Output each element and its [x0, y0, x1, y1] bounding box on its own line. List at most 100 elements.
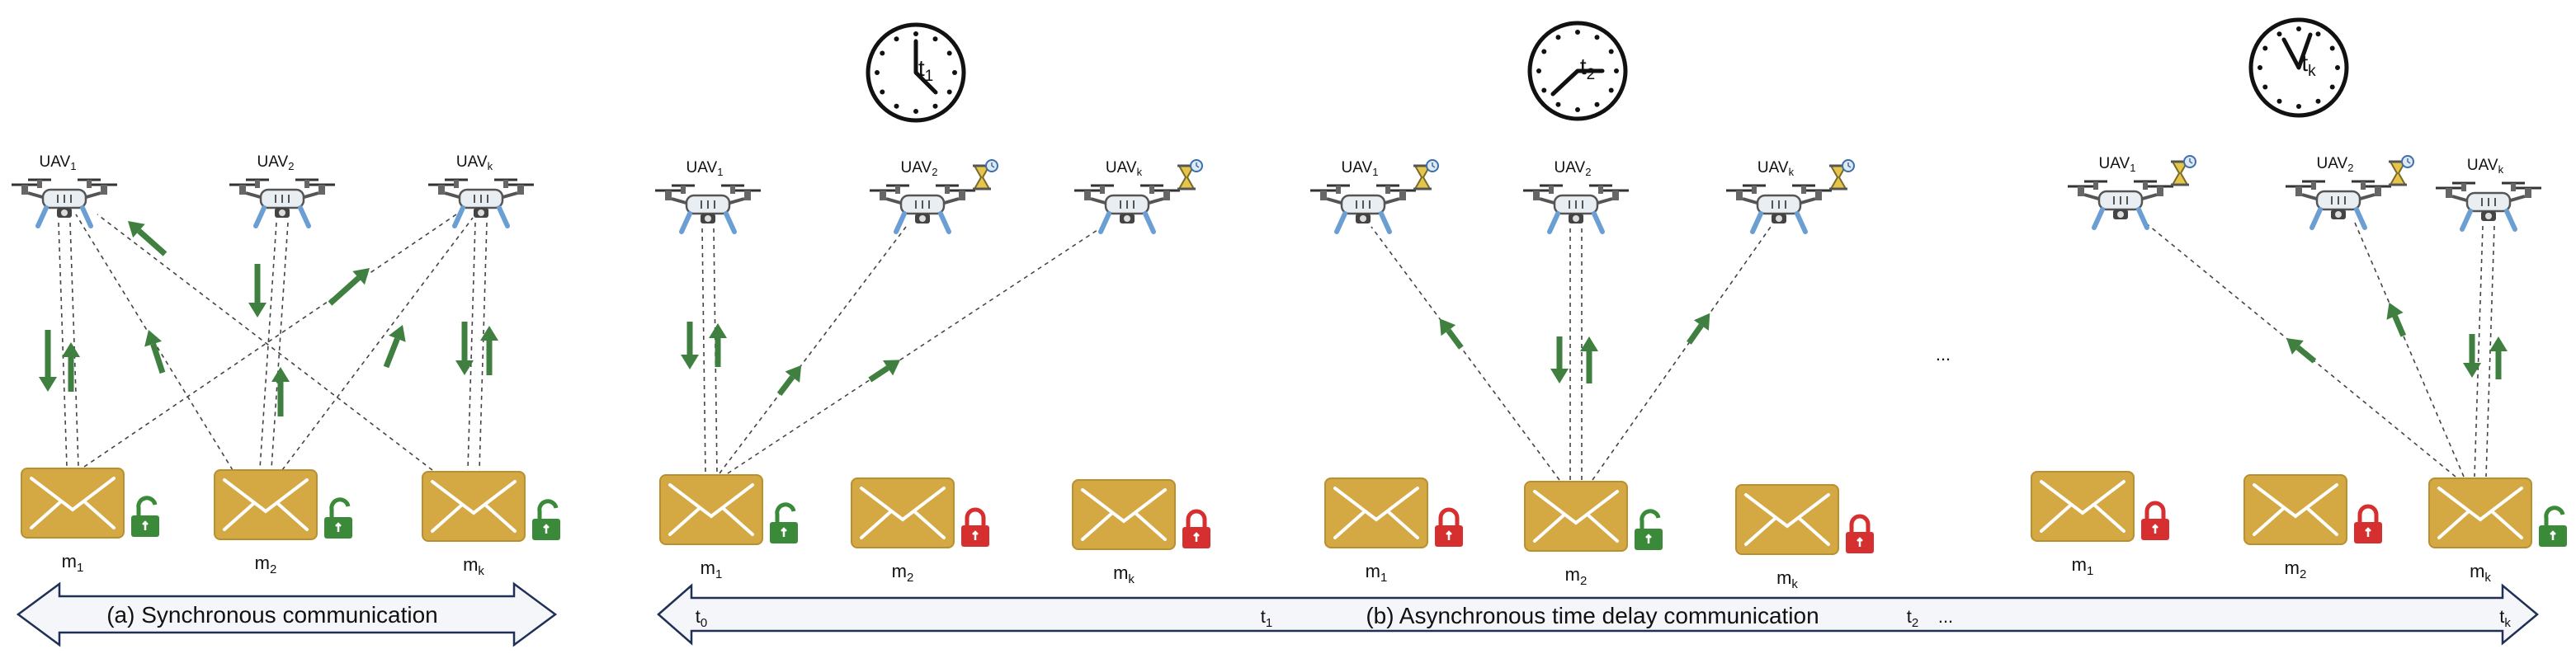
uav-label: UAV2 [901, 159, 938, 178]
envelope-icon [2428, 477, 2532, 548]
clock-label: t2 [1580, 54, 1595, 83]
drone-icon [2068, 180, 2173, 230]
uav-label: UAV2 [1555, 159, 1592, 178]
clock-label: tk [2301, 50, 2316, 80]
unlocked-padlock-icon [1635, 509, 1663, 550]
envelope-icon [214, 469, 318, 540]
connection-line [83, 214, 457, 468]
message-label: mk [1113, 562, 1135, 586]
envelope-icon [851, 477, 955, 548]
uav-label: UAVk [1757, 159, 1795, 178]
uav-label: UAV2 [257, 153, 295, 172]
direction-arrows [39, 221, 2508, 416]
drone-icon [428, 178, 534, 228]
unlocked-padlock-icon [324, 497, 352, 539]
drone-icon [1523, 184, 1629, 234]
message-label: m1 [62, 551, 84, 575]
locked-padlock-icon [1435, 507, 1463, 547]
unlocked-padlock-icon [2539, 506, 2567, 547]
message-label: m2 [892, 561, 914, 585]
drone-icon [870, 184, 975, 234]
uav-label: UAV1 [686, 159, 724, 178]
uav-label: UAVk [2467, 157, 2504, 176]
connection-line [701, 228, 706, 474]
connection-line [479, 222, 488, 471]
direction-arrow [1687, 313, 1710, 345]
direction-arrow [480, 326, 498, 375]
synchronous-banner: (a) Synchronous communication [16, 581, 558, 647]
drone-icon [12, 178, 117, 228]
direction-arrow [271, 367, 290, 416]
message-label: mk [2470, 561, 2491, 585]
message-label: m1 [2072, 554, 2094, 578]
drone-icon [2436, 181, 2541, 232]
envelope-icon [1735, 484, 1839, 555]
locked-padlock-icon [2354, 504, 2382, 543]
drone-icon [1726, 184, 1832, 234]
synchronous-caption: (a) Synchronous communication [106, 602, 438, 628]
locked-padlock-icon [2141, 501, 2169, 540]
direction-arrow [128, 221, 167, 256]
unlocked-padlock-icon [131, 496, 159, 537]
connection-line [58, 222, 68, 468]
direction-arrow [2286, 338, 2317, 364]
uav-label: UAVk [456, 153, 493, 172]
connection-line [727, 226, 1103, 474]
direction-arrow [709, 323, 727, 367]
stage-ellipsis: ... [1936, 344, 1951, 365]
timeline-tick-label: tk [2499, 606, 2511, 630]
direction-arrow [868, 360, 901, 383]
message-label: mk [463, 554, 484, 578]
direction-arrow [2489, 336, 2508, 379]
envelope-icon [1524, 481, 1628, 552]
uav-label: UAV2 [2317, 155, 2354, 174]
message-label: m1 [1366, 561, 1388, 585]
uav-label: UAVk [1106, 159, 1143, 178]
drone-icon [1310, 184, 1416, 234]
connection-line [1371, 226, 1560, 481]
unlocked-padlock-icon [770, 502, 798, 543]
direction-arrow [383, 325, 406, 369]
asynchronous-caption: (b) Asynchronous time delay communicatio… [1366, 603, 1819, 628]
message-label: mk [1776, 567, 1798, 591]
connection-lines [58, 214, 2495, 481]
message-label: m1 [701, 557, 723, 581]
direction-arrow [328, 268, 370, 306]
timeline-tick-label: t0 [696, 606, 707, 630]
connection-line [281, 217, 474, 471]
direction-arrow [1580, 336, 1598, 383]
uav-label: UAV1 [1342, 159, 1379, 178]
timeline-tick-label: t1 [1261, 606, 1272, 630]
message-label: m2 [255, 553, 277, 576]
connection-line [2474, 225, 2484, 477]
hourglass-clock-icon [1177, 159, 1203, 191]
direction-arrow [1439, 318, 1464, 350]
connection-line [467, 222, 476, 471]
direction-arrow [681, 322, 699, 369]
direction-arrow [248, 264, 267, 318]
drone-icon [655, 184, 761, 234]
direction-arrow [62, 342, 80, 392]
direction-arrow [2463, 334, 2481, 378]
hourglass-clock-icon [1829, 159, 1855, 191]
clock-icon: tk [2248, 17, 2349, 118]
envelope-icon [659, 474, 763, 545]
direction-arrow [39, 330, 57, 392]
envelope-icon [2243, 474, 2347, 545]
message-label: m2 [2285, 557, 2307, 581]
connection-line [1592, 226, 1772, 481]
drone-icon [229, 178, 335, 228]
clock-icon: t2 [1527, 21, 1628, 121]
clock-label: t1 [918, 55, 933, 85]
unlocked-padlock-icon [532, 499, 560, 540]
drone-icon [1074, 184, 1180, 234]
locked-padlock-icon [961, 507, 989, 547]
hourglass-clock-icon [2389, 155, 2414, 186]
envelope-icon [1072, 479, 1176, 550]
locked-padlock-icon [1182, 509, 1210, 548]
hourglass-clock-icon [1413, 159, 1439, 191]
direction-arrow [776, 365, 802, 397]
